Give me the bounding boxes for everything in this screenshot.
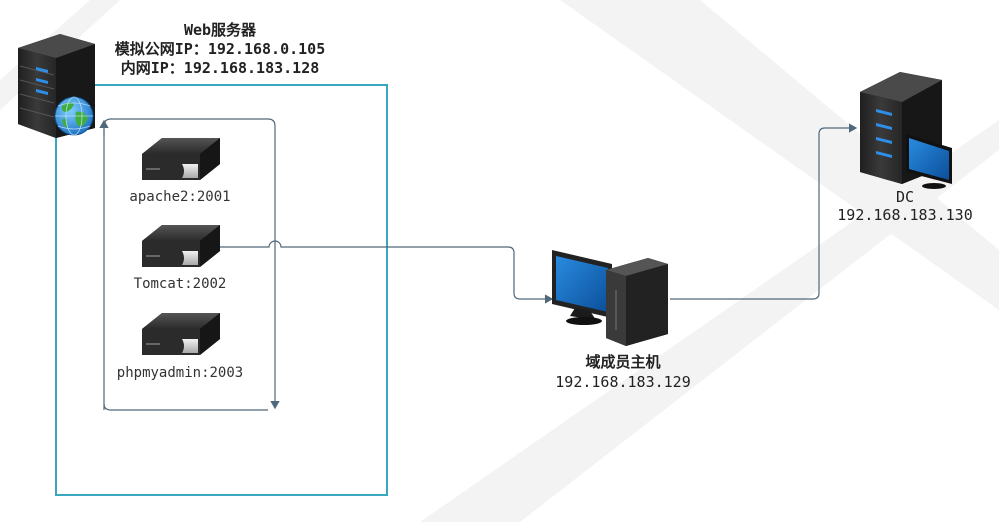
rack-server-icon	[142, 313, 220, 355]
server-globe-icon	[18, 34, 95, 138]
web-server-title: Web服务器	[183, 21, 257, 39]
web-server-public-ip: 模拟公网IP：192.168.0.105	[114, 40, 326, 58]
dc-ip: 192.168.183.130	[837, 206, 973, 224]
member-host-ip: 192.168.183.129	[555, 373, 691, 391]
service-label-tomcat: Tomcat:2002	[133, 276, 227, 292]
service-label-phpmyadmin: phpmyadmin:2003	[116, 365, 244, 381]
tomcat-to-member-connector	[218, 240, 554, 304]
rack-server-icon	[142, 138, 220, 180]
service-loop-bottom	[103, 403, 268, 411]
server-monitor-icon	[860, 72, 952, 189]
service-label-apache2: apache2:2001	[129, 189, 231, 205]
member-to-dc-connector	[670, 123, 858, 300]
web-server-internal-ip: 内网IP：192.168.183.128	[120, 59, 320, 77]
rack-server-icon	[142, 225, 220, 267]
desktop-workstation-icon	[552, 250, 668, 346]
dc-name: DC	[895, 188, 915, 206]
member-host-name: 域成员主机	[585, 353, 661, 371]
web-server-boundary	[55, 84, 388, 496]
